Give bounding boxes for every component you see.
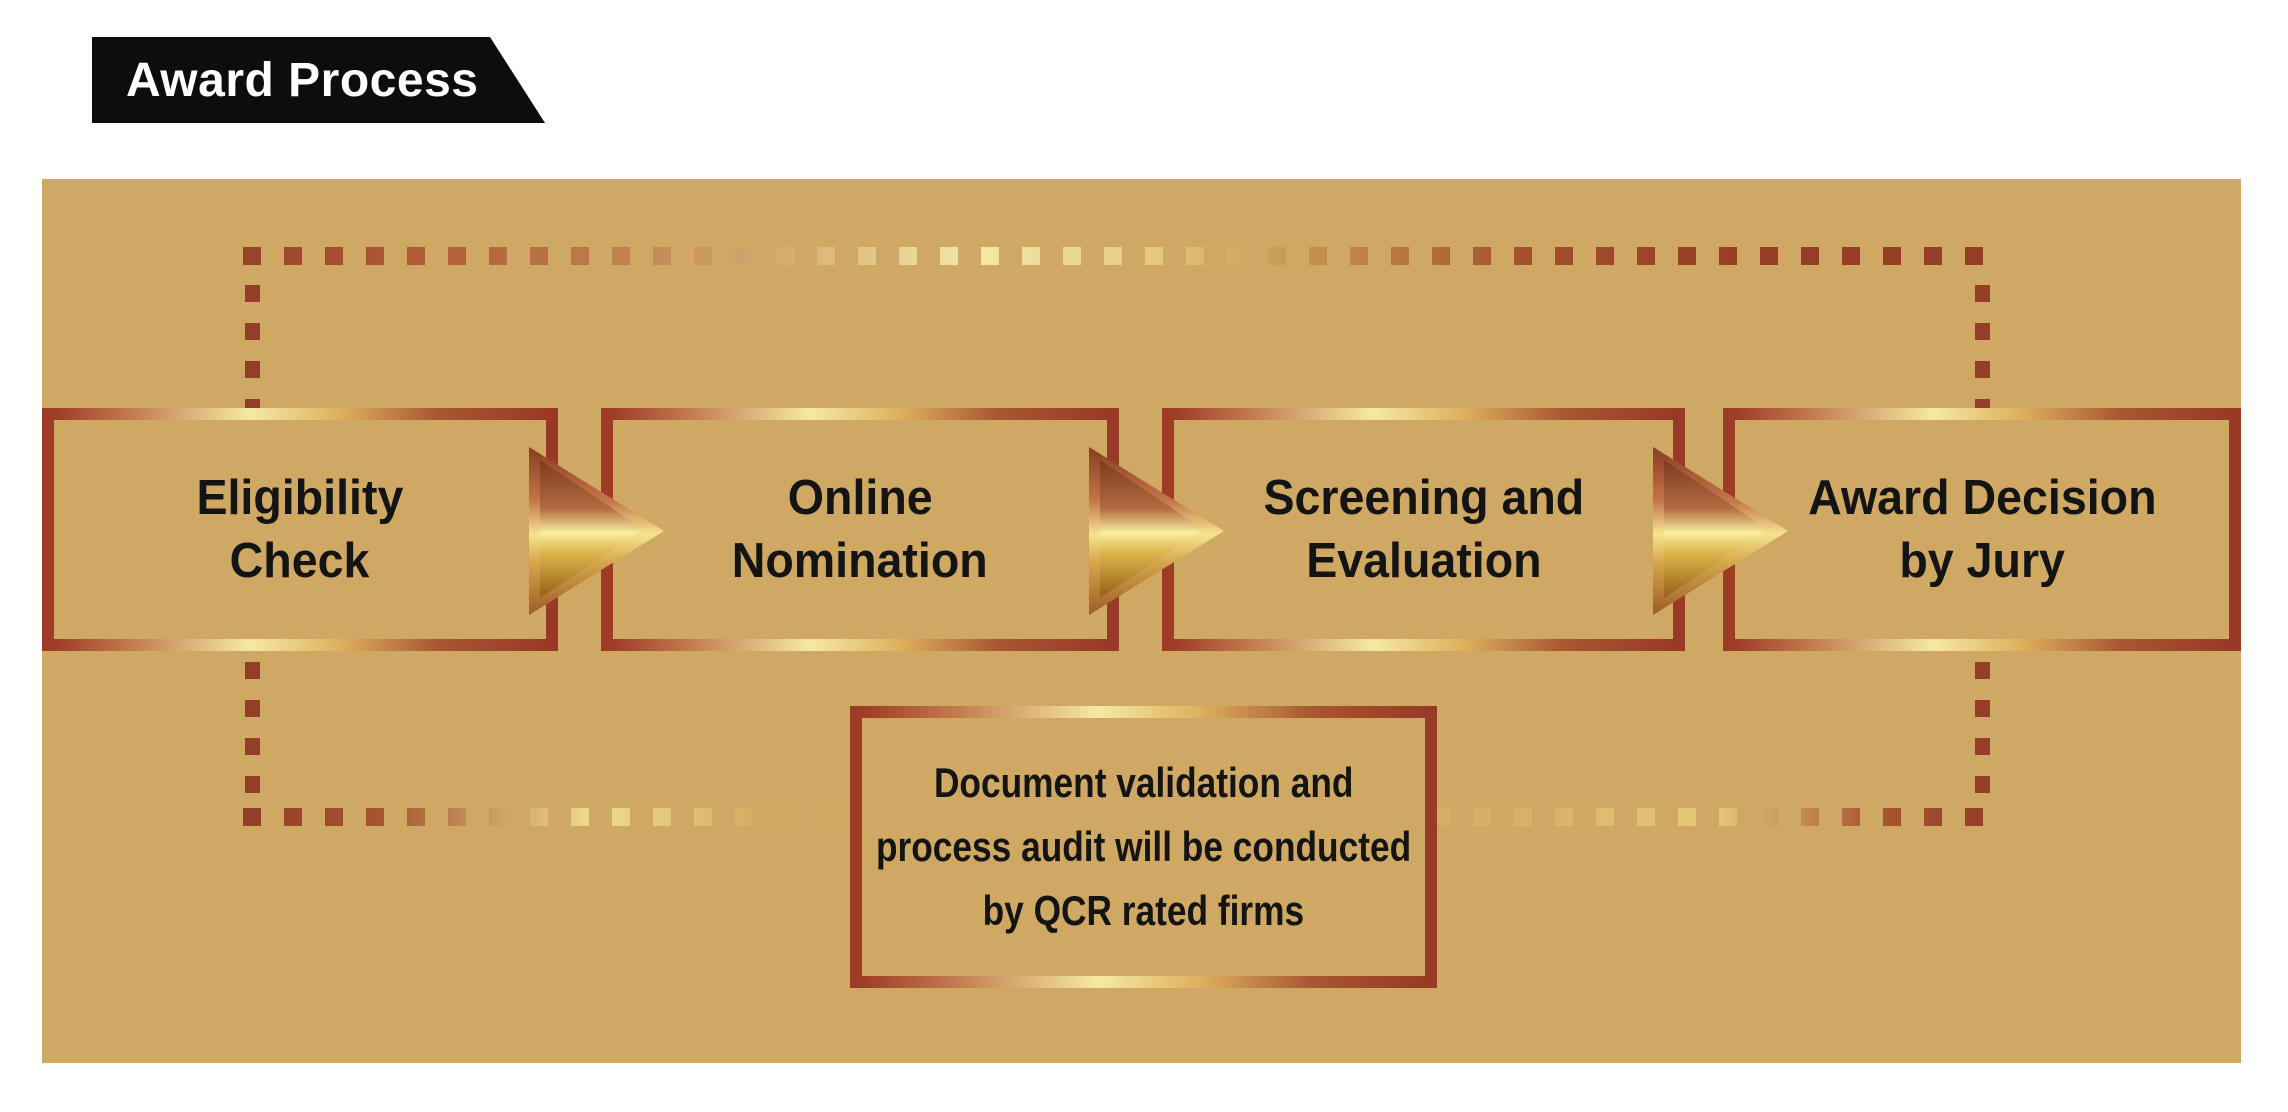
dotted-connector-left-upper	[245, 285, 260, 408]
dotted-connector-right-upper	[1975, 285, 1990, 408]
dotted-connector-left-lower	[245, 662, 260, 808]
step-label-line: Eligibility	[196, 470, 404, 525]
dotted-connector-top	[243, 247, 1993, 265]
flow-step-online-nomination: Online Nomination	[601, 408, 1119, 651]
dotted-connector-right-lower	[1975, 662, 1990, 808]
note-line: Document validation and	[933, 759, 1354, 806]
arrow-face	[1100, 460, 1203, 598]
flow-step-award-decision: Award Decision by Jury	[1723, 408, 2241, 651]
arrow-face	[540, 460, 643, 598]
step-label-line: Evaluation	[1305, 533, 1542, 588]
award-process-banner: Award Process	[92, 37, 545, 123]
note-line: process audit will be conducted	[875, 823, 1412, 870]
process-diagram-panel: Eligibility Check Online Nomination Scre…	[42, 179, 2241, 1063]
step-label-line: Screening and	[1263, 470, 1584, 525]
arrow-face	[1664, 460, 1767, 598]
validation-note-box: Document validation and process audit wi…	[850, 706, 1437, 988]
step-label-line: Nomination	[731, 533, 988, 588]
step-label-line: Award Decision	[1807, 470, 2157, 525]
step-label-line: by Jury	[1899, 533, 2065, 588]
arrow-right-icon	[1089, 447, 1224, 615]
flow-step-eligibility-check: Eligibility Check	[42, 408, 558, 651]
arrow-right-icon	[1653, 447, 1788, 615]
flow-step-screening-evaluation: Screening and Evaluation	[1162, 408, 1685, 651]
arrow-right-icon	[529, 447, 664, 615]
page-title: Award Process	[126, 53, 479, 107]
step-label-line: Online	[787, 470, 933, 525]
step-label-line: Check	[230, 533, 370, 588]
note-line: by QCR rated firms	[982, 887, 1305, 934]
